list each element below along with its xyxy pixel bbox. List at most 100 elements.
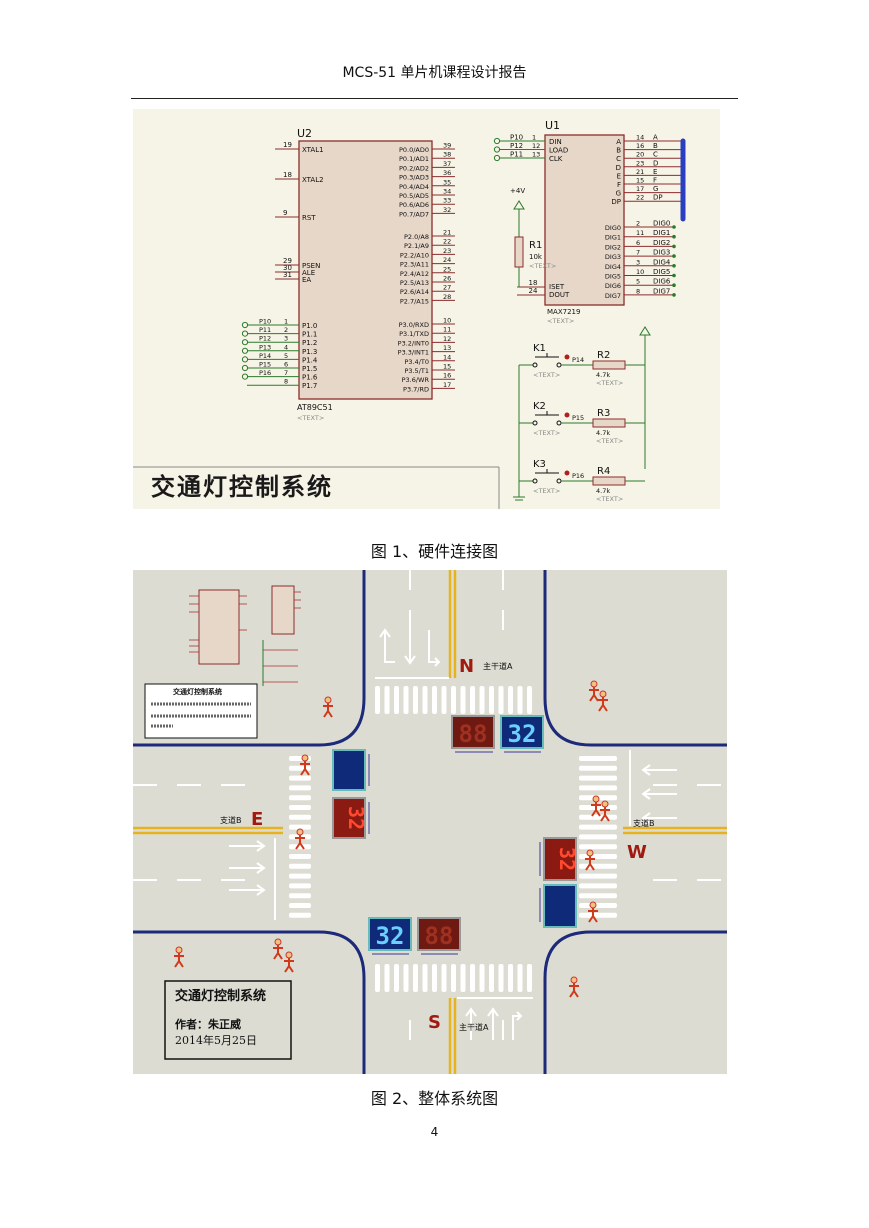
display-east-red-digits: 32 xyxy=(344,806,368,830)
u1-pin-num: 3 xyxy=(636,258,640,266)
u1-pin-num: 6 xyxy=(636,239,640,247)
u1-dout-num: 24 xyxy=(529,287,538,295)
u2-pin-name: P3.6/WR xyxy=(402,376,430,384)
key-net: P14 xyxy=(572,356,584,364)
u2-pin-num: 25 xyxy=(443,265,451,273)
u2-pin-num: 4 xyxy=(284,343,288,351)
u2-pin-name: RST xyxy=(302,214,316,222)
u2-pin-num: 9 xyxy=(283,209,287,217)
u2-pin-name: P3.4/T0 xyxy=(404,358,429,366)
page-number: 4 xyxy=(430,1125,439,1139)
u1-pin-name: DP xyxy=(611,198,621,206)
display-south-red-digits: 88 xyxy=(425,922,454,950)
u1-pin-name: DIG7 xyxy=(605,292,621,300)
road-label-north: 主干道A xyxy=(483,661,513,671)
u1-net-label: DIG2 xyxy=(653,239,670,247)
key-ref: K3 xyxy=(533,459,546,470)
info-box: 交通灯控制系统 作者：朱正威 2014年5月25日 xyxy=(164,980,292,1060)
u1-pin-name: G xyxy=(616,190,621,198)
banner-area: 交通灯控制系统 xyxy=(133,466,500,509)
lane-lines xyxy=(133,570,721,1040)
u2-pin-num: 33 xyxy=(443,197,451,205)
keys-circuit: K1P14<TEXT>R24.7k<TEXT>K2P15<TEXT>R34.7k… xyxy=(513,326,651,503)
u2-net-label: P10 xyxy=(259,318,271,326)
u2-pin-name: P2.4/A12 xyxy=(400,270,429,278)
u2-pin-num: 8 xyxy=(284,378,288,386)
u2-pin-num: 29 xyxy=(283,257,292,265)
u2-pin-name: ALE xyxy=(302,269,315,277)
u2-pin-name: P0.5/AD5 xyxy=(399,192,429,200)
r1-value: 10k xyxy=(529,253,543,261)
u2-pin-name: PSEN xyxy=(302,262,320,270)
u2-net-label: P15 xyxy=(259,361,271,369)
u1-pin-name: A xyxy=(616,138,621,146)
u1-net-label: P11 xyxy=(510,151,523,159)
display-north-red-digits: 88 xyxy=(459,720,488,748)
u2-pin-num: 10 xyxy=(443,317,451,325)
u1-net-label: DP xyxy=(653,194,663,202)
display-north-red: 88 xyxy=(451,715,495,749)
road-curbs xyxy=(133,570,727,1074)
u2-pin-name: P0.3/AD3 xyxy=(399,174,429,182)
u2-chip: U2 AT89C51 <TEXT> 19XTAL118XTAL29RST29PS… xyxy=(241,127,455,422)
u2-pin-num: 32 xyxy=(443,206,451,214)
u1-net-label: F xyxy=(653,177,657,185)
u1-pin-num: 5 xyxy=(636,278,640,286)
res-value: 4.7k xyxy=(596,487,610,495)
u1-net-label: P10 xyxy=(510,134,523,142)
u2-pin-num: 5 xyxy=(284,352,288,360)
u1-pin-num: 1 xyxy=(532,134,536,142)
u1-part: MAX7219 xyxy=(547,308,580,316)
u2-pin-num: 1 xyxy=(284,318,288,326)
u1-net-label: B xyxy=(653,142,658,150)
u2-pin-name: P1.5 xyxy=(302,365,317,373)
center-lines xyxy=(133,570,727,1074)
u1-pin-name: DIN xyxy=(549,138,562,146)
u2-pin-name: P1.1 xyxy=(302,331,317,339)
u1-pin-num: 20 xyxy=(636,151,644,159)
display-east-red: 32 xyxy=(332,797,368,839)
u2-pin-name: P2.5/A13 xyxy=(400,279,429,287)
dir-south: S xyxy=(428,1012,441,1033)
u2-pin-num: 31 xyxy=(283,271,292,279)
pedestrians xyxy=(174,680,610,998)
u2-pin-name: P3.0/RXD xyxy=(399,321,429,329)
display-south-blue-digits: 32 xyxy=(376,922,405,950)
u1-net-label: DIG1 xyxy=(653,229,670,237)
u2-pin-num: 37 xyxy=(443,160,451,168)
info-author: 作者：朱正威 xyxy=(175,1017,241,1031)
u2-pin-name: P1.2 xyxy=(302,339,317,347)
u2-pin-num: 38 xyxy=(443,151,451,159)
u1-net-label: DIG6 xyxy=(653,278,671,286)
u1-pin-name: C xyxy=(616,155,621,163)
u2-pin-num: 11 xyxy=(443,326,451,334)
u1-pin-name: DIG3 xyxy=(605,253,621,261)
u1-net-label: G xyxy=(653,185,658,193)
u2-pin-name: P0.2/AD2 xyxy=(399,164,429,172)
u2-pin-num: 22 xyxy=(443,238,451,246)
u2-pin-num: 34 xyxy=(443,188,451,196)
u1-pin-num: 16 xyxy=(636,142,644,150)
key-text-tag: <TEXT> xyxy=(533,371,560,379)
u1-pin-num: 2 xyxy=(636,220,640,228)
u2-pin-num: 23 xyxy=(443,247,451,255)
overview-svg: N 主干道A S 主干道A E 支道B W 支道B 88 32 32 32 xyxy=(133,570,727,1074)
road-label-east: 支道B xyxy=(220,815,242,825)
u1-pin-num: 7 xyxy=(636,249,640,257)
res-ref: R3 xyxy=(597,408,610,419)
u1-pin-num: 15 xyxy=(636,177,644,185)
u1-pin-name: F xyxy=(617,181,621,189)
u2-text-tag: <TEXT> xyxy=(297,414,324,422)
key-ref: K2 xyxy=(533,401,546,412)
u2-pin-name: P0.0/AD0 xyxy=(399,146,429,154)
u2-net-label: P16 xyxy=(259,369,271,377)
u1-pin-num: 23 xyxy=(636,159,644,167)
schematic-svg: U2 AT89C51 <TEXT> 19XTAL118XTAL29RST29PS… xyxy=(133,109,720,509)
u2-part: AT89C51 xyxy=(297,403,333,412)
u1-pin-name: D xyxy=(616,164,621,172)
